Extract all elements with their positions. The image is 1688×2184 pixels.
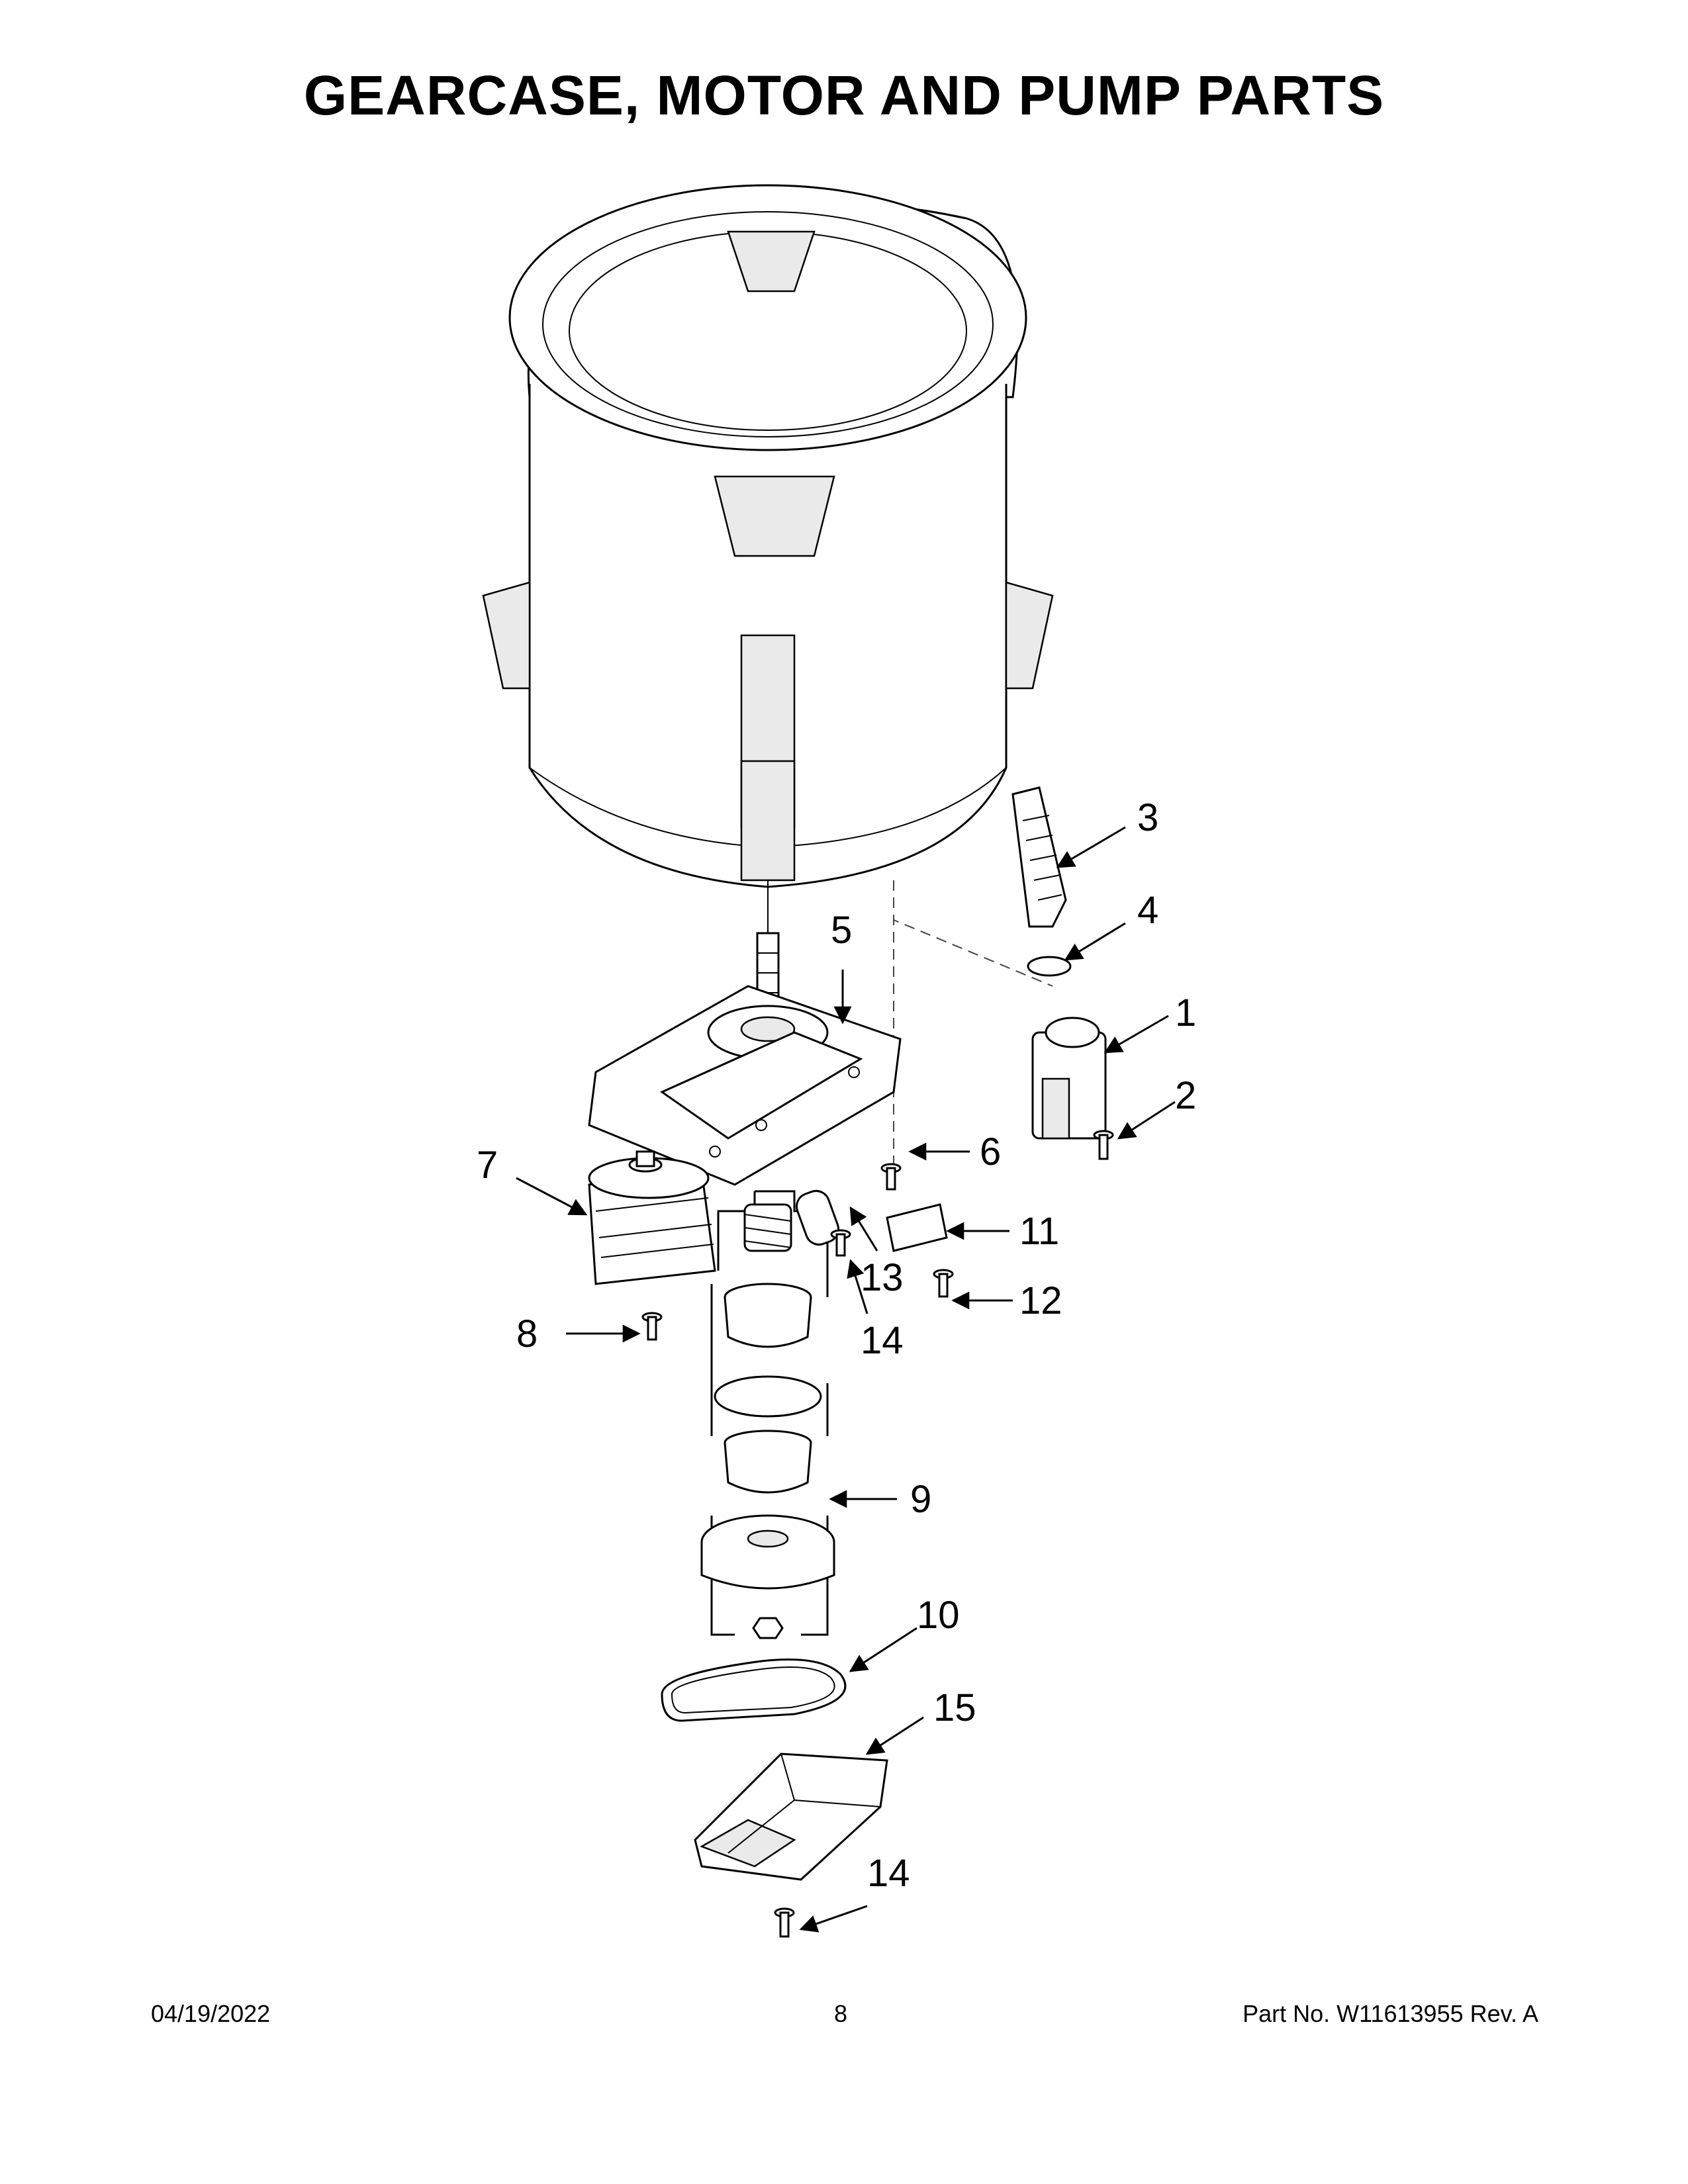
callout-15: 15 xyxy=(933,1686,976,1729)
part-cover-screw xyxy=(774,1907,795,1938)
part-capacitor-screw xyxy=(830,1229,851,1257)
callout-5: 5 xyxy=(831,909,852,952)
part-drain-pump xyxy=(1031,1017,1107,1140)
footer-date: 04/19/2022 xyxy=(151,2000,271,2027)
callout-10: 10 xyxy=(917,1594,960,1637)
part-clutch-hub xyxy=(724,1430,812,1494)
callout-14-upper: 14 xyxy=(861,1319,904,1362)
callout-11: 11 xyxy=(1019,1210,1059,1253)
part-switch-bracket xyxy=(886,1203,948,1252)
part-pump-screw xyxy=(1093,1130,1114,1160)
callout-3: 3 xyxy=(1137,796,1158,839)
outer-tub xyxy=(482,184,1054,888)
part-clutch-ring xyxy=(714,1375,822,1418)
part-drain-hose xyxy=(1011,786,1067,928)
part-gearcase-screw xyxy=(880,1163,902,1191)
part-capacitor xyxy=(795,1189,840,1246)
part-drive-belt xyxy=(661,1659,847,1722)
footer-part-number: Part No. W11613955 Rev. A xyxy=(1243,2000,1538,2027)
part-pulley xyxy=(700,1514,835,1590)
part-switch-screw xyxy=(933,1269,954,1298)
part-drive-motor xyxy=(588,1150,716,1285)
part-motor-cover xyxy=(694,1752,888,1881)
footer-page-number: 8 xyxy=(834,2000,848,2027)
part-clamp xyxy=(1027,956,1072,977)
callout-14-lower: 14 xyxy=(867,1852,910,1895)
part-pulley-nut xyxy=(752,1617,784,1639)
callout-8: 8 xyxy=(516,1312,538,1355)
leader-arrows xyxy=(516,826,1176,1933)
callout-4: 4 xyxy=(1137,889,1158,932)
callout-9: 9 xyxy=(910,1478,931,1521)
callout-2: 2 xyxy=(1175,1074,1196,1117)
callout-12: 12 xyxy=(1019,1279,1062,1322)
part-gearcase xyxy=(588,932,902,1186)
page-title: GEARCASE, MOTOR AND PUMP PARTS xyxy=(303,64,1385,126)
callout-13: 13 xyxy=(861,1256,904,1299)
callout-7: 7 xyxy=(477,1144,498,1187)
part-clutch-housing xyxy=(724,1283,812,1348)
callout-6: 6 xyxy=(980,1130,1001,1173)
part-spring xyxy=(743,1203,792,1252)
part-motor-screw xyxy=(641,1312,663,1341)
callout-1: 1 xyxy=(1175,991,1196,1034)
